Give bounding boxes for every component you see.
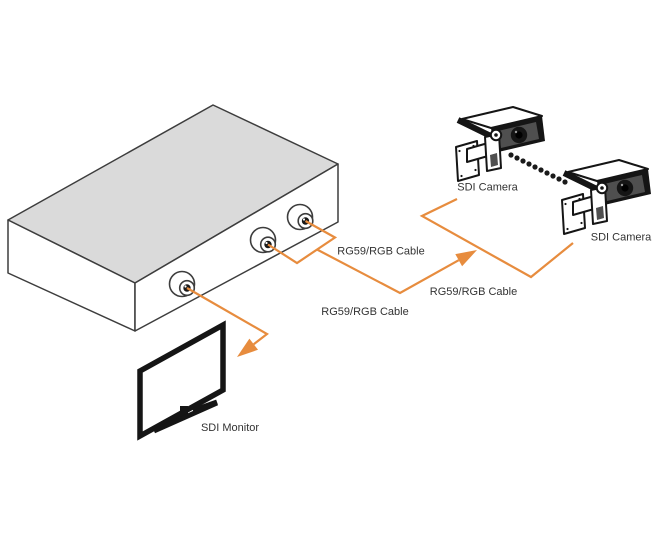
monitor-screen [137, 320, 226, 441]
camera-2-illustration [562, 160, 651, 234]
monitor-stand-base [152, 400, 219, 434]
cable-label-2: RG59/RGB Cable [430, 286, 517, 298]
camera-2-label: SDI Camera [591, 232, 652, 244]
dotted-link-between-cameras [508, 152, 568, 185]
bnc-connector-camera-in-2 [286, 203, 314, 231]
arrowhead-to-monitor [237, 338, 258, 357]
camera-1-illustration [456, 107, 545, 181]
cable-camera-chain [419, 198, 574, 279]
bnc-connector-camera-in-1 [249, 226, 277, 254]
cable-to-monitor [186, 287, 269, 357]
monitor-illustration [137, 320, 226, 441]
cable-label-1: RG59/RGB Cable [337, 246, 424, 258]
cable-label-3: RG59/RGB Cable [321, 306, 408, 318]
cable-trunk-to-cameras [316, 248, 477, 295]
cable-connector-bracket [267, 220, 338, 265]
bnc-connector-monitor-out [168, 270, 196, 298]
camera-1-label: SDI Camera [457, 182, 518, 194]
monitor-label: SDI Monitor [201, 422, 259, 434]
arrowhead-to-cameras [455, 250, 477, 267]
